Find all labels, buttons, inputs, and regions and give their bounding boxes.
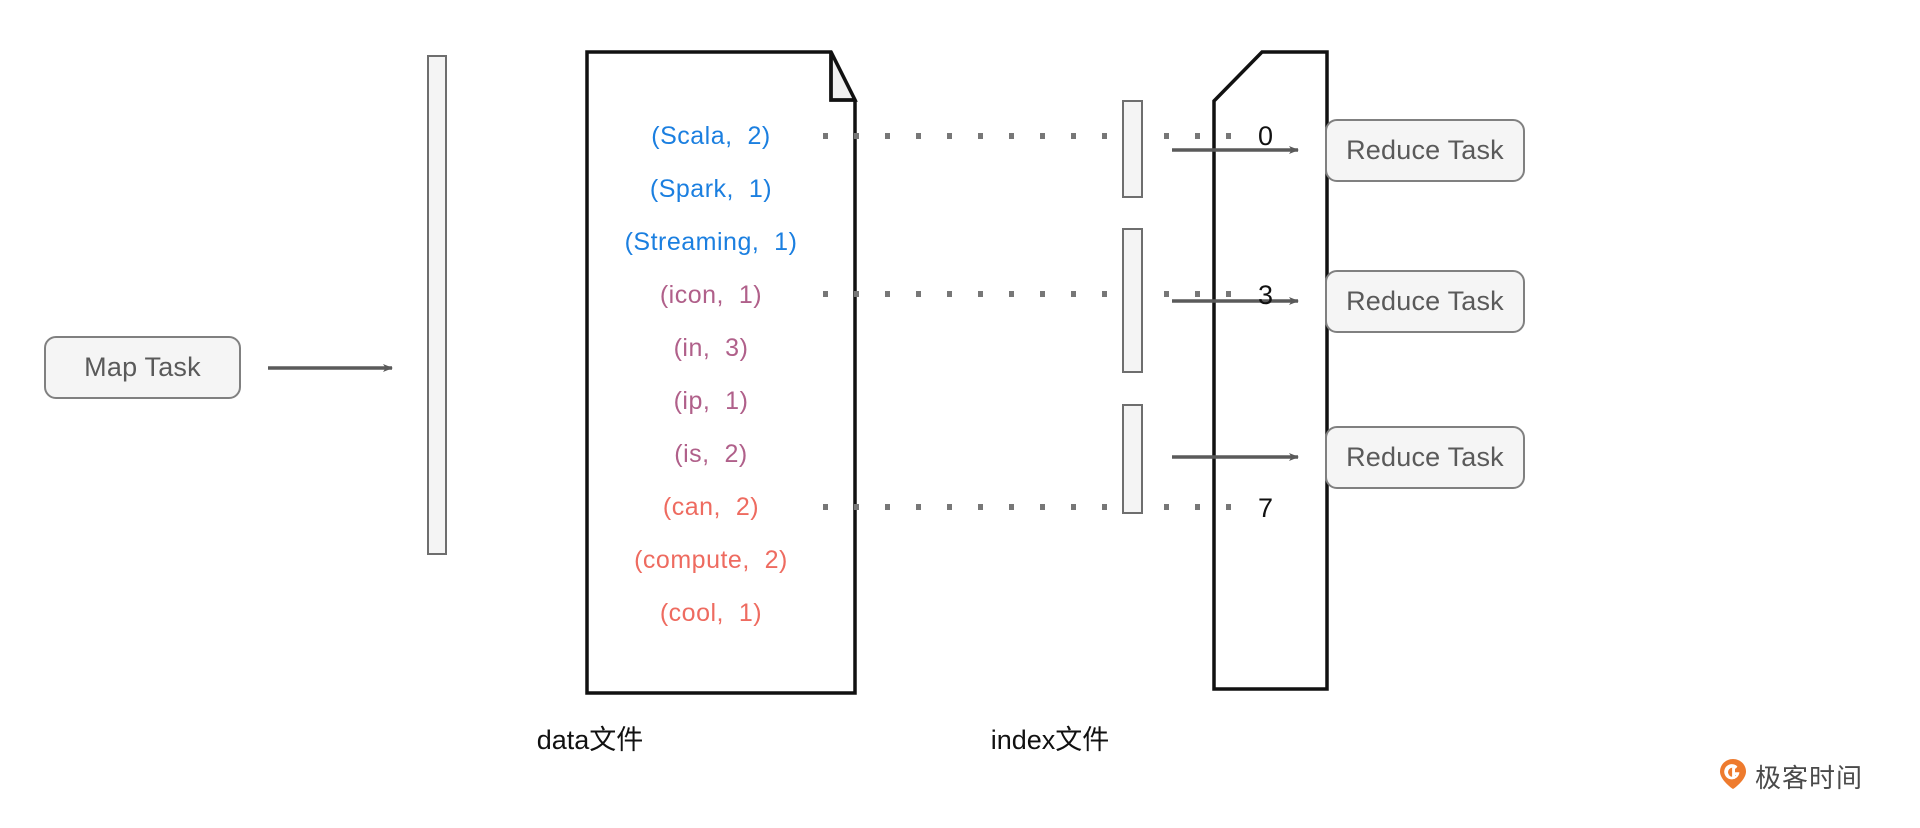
data-entry-9: (cool, 1) [659, 599, 763, 627]
reduce-task-box-2[interactable]: Reduce Task [1325, 270, 1525, 333]
data-entry-7: (can, 2) [662, 493, 760, 521]
partition-bar-1 [1122, 100, 1143, 198]
index-offset-1: 3 [1258, 280, 1274, 310]
partition-bar-3 [1122, 404, 1143, 514]
data-entry-4: (in, 3) [673, 334, 749, 362]
reduce-task-label-2: Reduce Task [1346, 286, 1504, 316]
index-offset-0: 0 [1258, 121, 1274, 151]
data-file-shape [585, 50, 858, 695]
reduce-task-label-1: Reduce Task [1346, 135, 1504, 165]
data-entry-1: (Spark, 1) [649, 175, 773, 203]
reduce-task-label-3: Reduce Task [1346, 442, 1504, 472]
map-task-box[interactable]: Map Task [44, 336, 241, 399]
data-entry-6: (is, 2) [674, 440, 748, 468]
map-output-partition-bar [427, 55, 447, 555]
map-task-label: Map Task [84, 352, 201, 382]
watermark: 极客时间 [1718, 758, 1863, 795]
data-file-caption: data文件 [536, 725, 644, 755]
index-file-caption: index文件 [990, 725, 1110, 755]
reduce-task-box-3[interactable]: Reduce Task [1325, 426, 1525, 489]
watermark-text: 极客时间 [1755, 764, 1864, 794]
partition-bar-2 [1122, 228, 1143, 373]
index-file-shape [1212, 50, 1329, 691]
data-entry-5: (ip, 1) [673, 387, 749, 415]
data-entry-3: (icon, 1) [659, 281, 763, 309]
data-entry-8: (compute, 2) [634, 546, 788, 574]
index-offset-2: 7 [1258, 493, 1274, 523]
reduce-task-box-1[interactable]: Reduce Task [1325, 119, 1525, 182]
data-entry-2: (Streaming, 1) [624, 228, 798, 256]
geektime-logo-icon [1718, 758, 1748, 795]
data-entry-0: (Scala, 2) [651, 122, 771, 150]
